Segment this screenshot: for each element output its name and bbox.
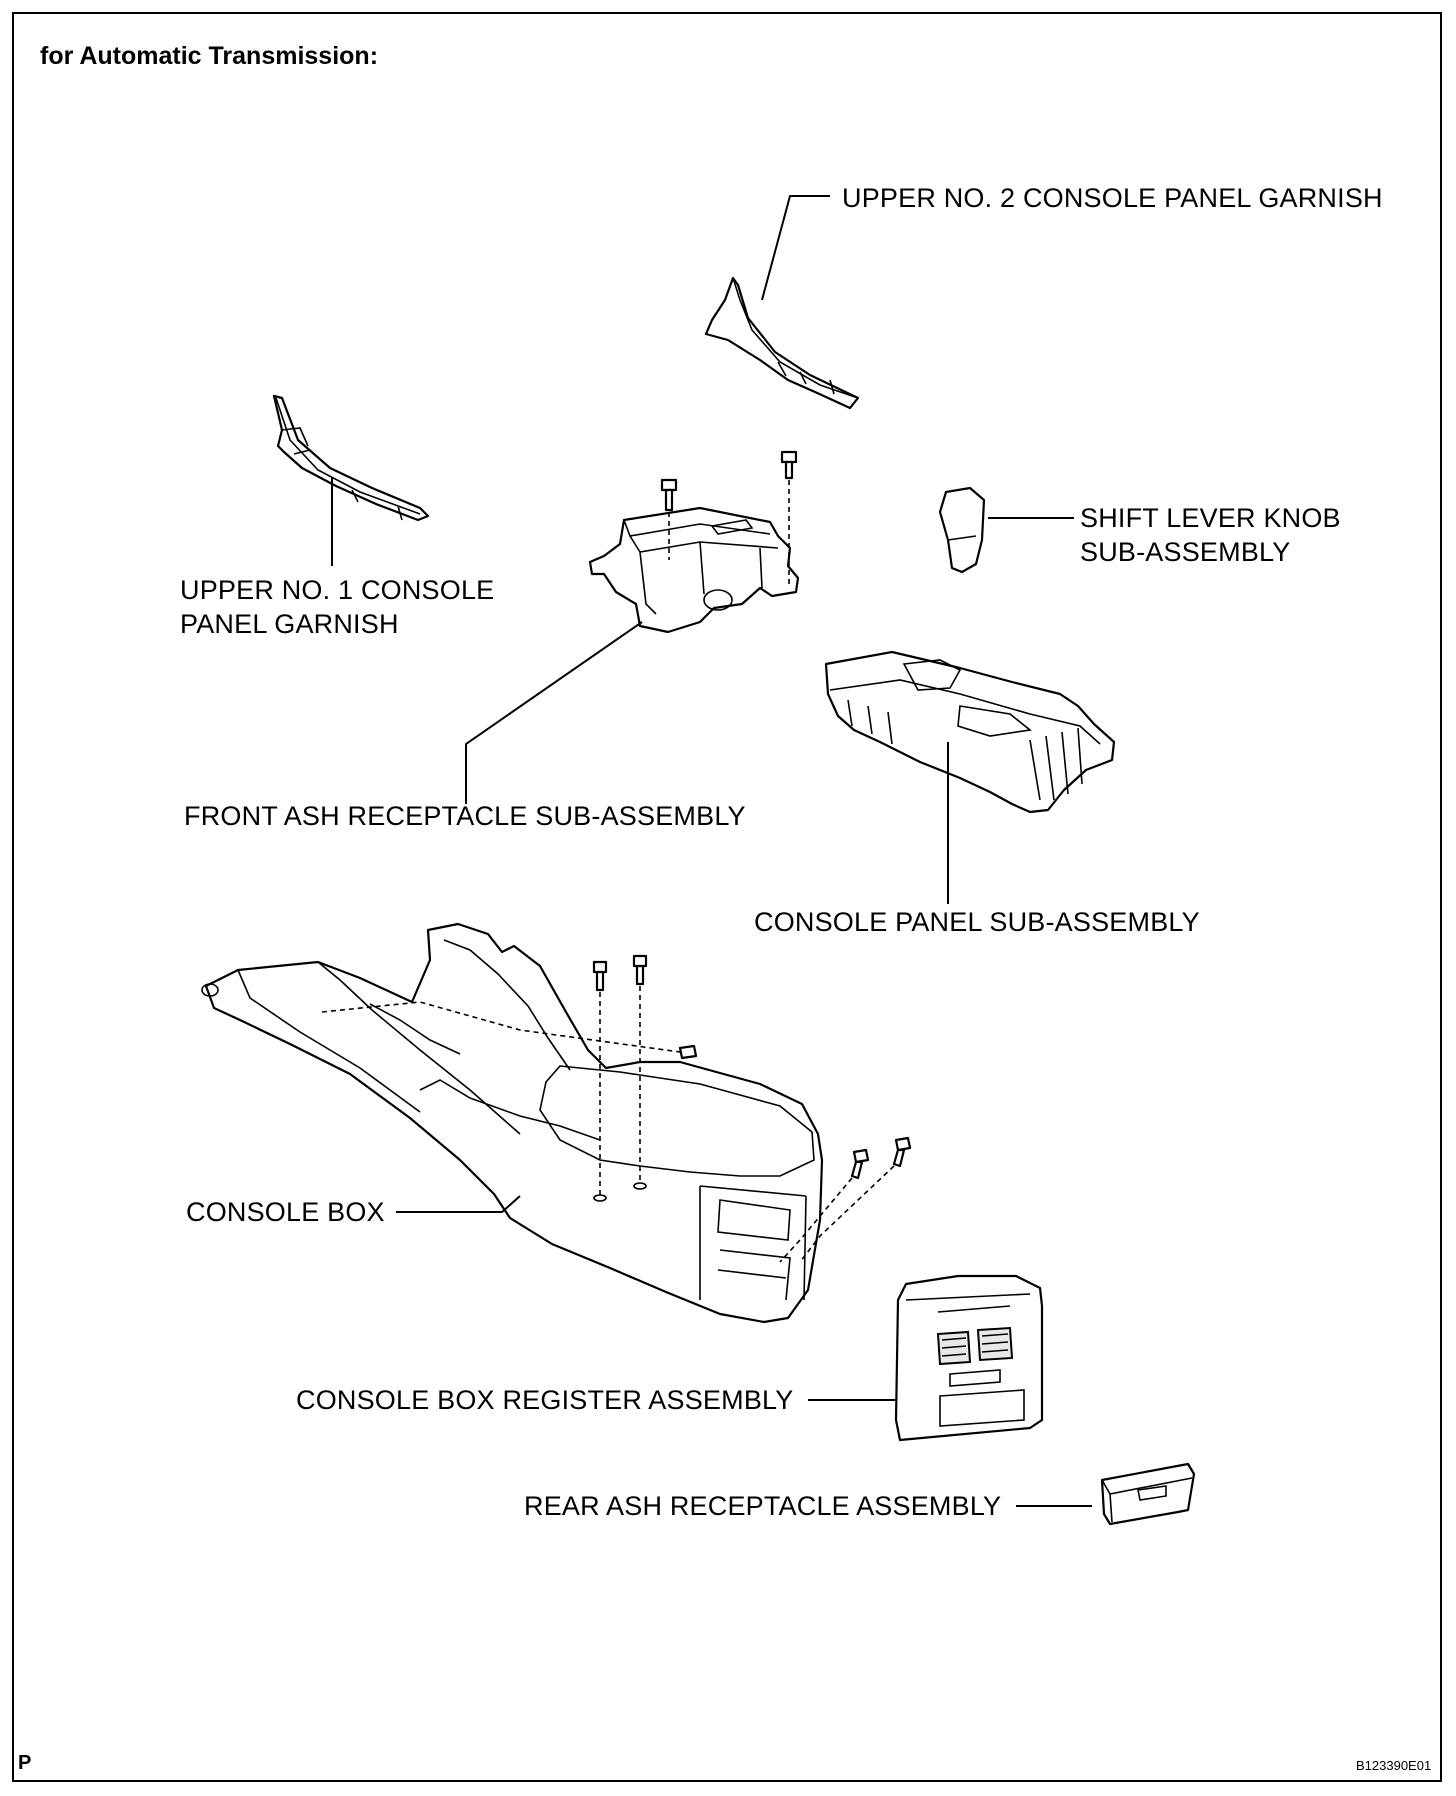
upper-no2-garnish-part (704, 276, 860, 410)
label-shift-knob-line2: SUB-ASSEMBLY (1080, 537, 1291, 567)
label-console-panel: CONSOLE PANEL SUB-ASSEMBLY (754, 907, 1200, 937)
label-front-ash-receptacle: FRONT ASH RECEPTACLE SUB-ASSEMBLY (184, 801, 746, 831)
console-box-bolts (321, 954, 912, 1263)
label-upper-no1-garnish-line2: PANEL GARNISH (180, 609, 399, 639)
console-box-leader (396, 1195, 521, 1213)
label-rear-ash-receptacle: REAR ASH RECEPTACLE ASSEMBLY (524, 1491, 1002, 1521)
label-console-box-register: CONSOLE BOX REGISTER ASSEMBLY (296, 1385, 794, 1415)
figure-code: B123390E01 (1356, 1758, 1432, 1773)
label-upper-no2-garnish: UPPER NO. 2 CONSOLE PANEL GARNISH (842, 183, 1383, 213)
front-ash-leader (465, 621, 643, 804)
label-console-box: CONSOLE BOX (186, 1197, 385, 1227)
console-panel-part (824, 650, 1116, 814)
upper-no1-garnish-part (272, 394, 430, 522)
front-ash-receptacle-part (588, 506, 800, 634)
label-shift-knob-line1: SHIFT LEVER KNOB (1080, 503, 1341, 533)
console-box-register-part (894, 1274, 1044, 1442)
rear-ash-receptacle-part (1100, 1462, 1196, 1526)
label-upper-no1-garnish-line1: UPPER NO. 1 CONSOLE (180, 575, 495, 605)
front-ash-bolts (660, 450, 798, 584)
diagram-heading: for Automatic Transmission: (40, 42, 379, 70)
console-box-part (201, 922, 824, 1324)
page-mark: P (18, 1752, 32, 1774)
shift-lever-knob-part (938, 486, 986, 574)
diagram-frame (12, 12, 1442, 1782)
upper-no2-leader (761, 195, 830, 301)
